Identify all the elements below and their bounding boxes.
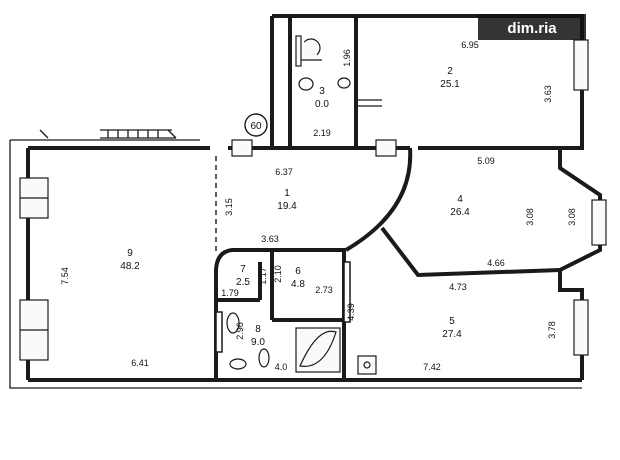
room-7-number: 7 [240, 264, 246, 275]
toilet-icon [298, 77, 314, 91]
dimension-labels: 6.95 3.63 1.96 2.19 6.37 3.15 5.09 3.08 … [60, 40, 577, 372]
dimension-label: 5.09 [477, 156, 495, 166]
room-1-number: 1 [284, 188, 290, 199]
dimension-label: 3.78 [547, 321, 557, 339]
section-badge: 60 [244, 113, 268, 137]
drain-icon [363, 361, 371, 369]
dimension-label: 3.08 [567, 208, 577, 226]
doorway-hall-north [231, 139, 253, 157]
dimension-label: 2.96 [235, 322, 245, 340]
dimension-label: 2.19 [313, 128, 331, 138]
plumbing-fixtures [226, 35, 377, 375]
dimension-label: 6.95 [461, 40, 479, 50]
balcony-railing [39, 129, 177, 139]
room-labels: 1 19.4 2 25.1 3 0.0 4 26.4 5 27.4 6 4.8 … [120, 66, 470, 348]
doorway-room-4-north [375, 139, 397, 157]
toilet-icon [258, 348, 270, 368]
sink-icon [337, 77, 351, 89]
room-9-area: 48.2 [120, 261, 140, 272]
watermark-text: dim.ria [507, 20, 557, 37]
room-3-number: 3 [319, 86, 325, 97]
dimension-label: 1.96 [342, 49, 352, 67]
room-8-area: 9.0 [251, 337, 265, 348]
room-5-number: 5 [449, 316, 455, 327]
dimension-label: 4.73 [449, 282, 467, 292]
room-2-area: 25.1 [440, 79, 460, 90]
room-6-area: 4.8 [291, 279, 305, 290]
dimension-label: 6.37 [275, 167, 293, 177]
window-room-2 [573, 39, 589, 91]
room-6-number: 6 [295, 266, 301, 277]
room-4-area: 26.4 [450, 207, 470, 218]
bidet-icon [229, 358, 247, 370]
room-4-number: 4 [457, 194, 463, 205]
radiator-icon [295, 35, 302, 67]
dimension-label: 1.17 [258, 267, 268, 285]
dimension-label: 6.41 [131, 358, 149, 368]
dimension-label: 1.79 [221, 288, 239, 298]
dimension-label: 4.39 [346, 303, 356, 321]
window-room-5 [573, 299, 589, 356]
dimension-label: 2.73 [315, 285, 333, 295]
room-1-area: 19.4 [277, 201, 297, 212]
shaft-hatching [215, 261, 351, 353]
dimension-label: 3.63 [543, 85, 553, 103]
dimension-label: 2.10 [273, 265, 283, 283]
dimension-label: 4.66 [487, 258, 505, 268]
room-9-number: 9 [127, 248, 133, 259]
room-7-area: 2.5 [236, 277, 250, 288]
dimension-label: 4.0 [275, 362, 288, 372]
dimension-label: 3.63 [261, 234, 279, 244]
window-room-4 [591, 199, 607, 246]
room-2-number: 2 [447, 66, 453, 77]
dimension-label: 7.42 [423, 362, 441, 372]
room-5-area: 27.4 [442, 329, 462, 340]
section-number: 60 [250, 121, 262, 132]
windows [19, 39, 607, 361]
room-8-number: 8 [255, 324, 261, 335]
room-3-area: 0.0 [315, 99, 329, 110]
dimension-label: 3.08 [525, 208, 535, 226]
tub-basin-icon [299, 330, 337, 367]
sink-icon [226, 312, 240, 334]
watermark: dim.ria [478, 14, 586, 40]
dimension-label: 7.54 [60, 267, 70, 285]
dimension-label: 3.15 [224, 198, 234, 216]
